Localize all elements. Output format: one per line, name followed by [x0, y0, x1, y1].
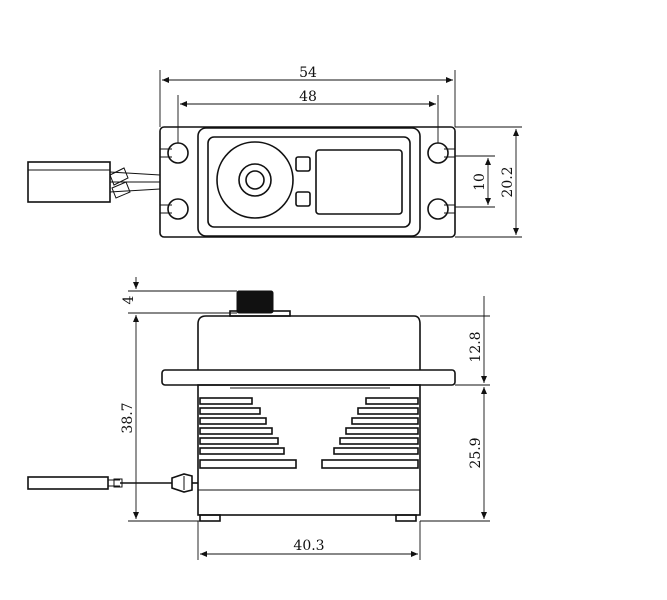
dim-label-10: 10 — [472, 173, 488, 191]
side-dimensions: 4 38.7 12.8 25.9 40.3 — [120, 277, 490, 560]
top-indicator-square — [295, 156, 311, 172]
side-cooling-fins-right — [321, 397, 419, 469]
top-body-case — [197, 127, 421, 237]
top-dimensions: 54 48 10 20.2 — [159, 65, 522, 238]
top-mounting-holes — [160, 142, 455, 220]
side-foot — [395, 514, 417, 522]
side-lower-case — [197, 384, 421, 516]
side-foot — [199, 514, 221, 522]
side-view — [27, 290, 456, 522]
dim-label-20-2: 20.2 — [500, 166, 516, 197]
dim-label-25-9: 25.9 — [468, 437, 484, 468]
top-label-plate — [315, 149, 403, 215]
output-spline-icon — [216, 141, 294, 219]
top-wires — [109, 167, 161, 199]
side-cable — [27, 473, 198, 493]
side-cooling-fins-left — [199, 397, 297, 469]
top-view — [27, 126, 456, 238]
top-indicator-square — [295, 191, 311, 207]
dim-label-40-3: 40.3 — [293, 538, 324, 554]
dim-label-4: 4 — [121, 295, 137, 304]
dim-label-12-8: 12.8 — [468, 331, 484, 362]
side-mounting-flange — [161, 369, 456, 386]
dim-label-54: 54 — [299, 65, 317, 81]
side-upper-case — [197, 315, 421, 370]
dim-label-48: 48 — [299, 89, 317, 105]
dim-label-38-7: 38.7 — [120, 402, 136, 433]
top-connector-plug — [27, 161, 111, 203]
side-output-shaft — [236, 290, 274, 314]
top-mounting-flange — [159, 126, 456, 238]
